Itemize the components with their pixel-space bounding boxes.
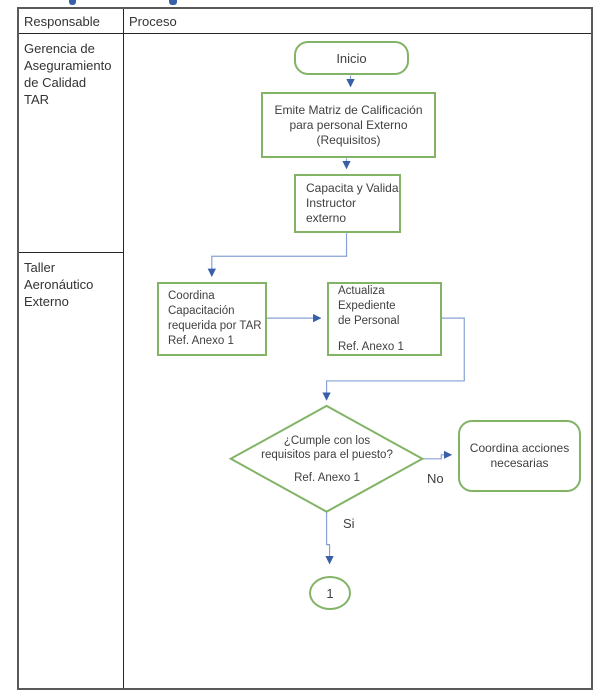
lane-text-line: de Calidad — [24, 75, 87, 90]
edge-label-no: No — [427, 471, 444, 486]
connector-lines — [207, 75, 465, 565]
cutoff-title-fragment — [69, 0, 76, 5]
actualiza-expediente-node: Actualiza Expediente de Personal Ref. An… — [327, 282, 442, 356]
flowchart-canvas: Inicio Emite Matriz de Calificación para… — [124, 34, 591, 688]
emite-matriz-node: Emite Matriz de Calificación para person… — [261, 92, 436, 158]
node-text-line: (Requisitos) — [316, 132, 381, 147]
offpage-connector-1: 1 — [309, 576, 351, 610]
coordina-acciones-node: Coordina acciones necesarias — [458, 420, 581, 492]
coordina-capacitacion-node: Coordina Capacitación requerida por TAR … — [157, 282, 267, 356]
header-responsable: Responsable — [19, 9, 124, 33]
node-text-line: Instructor externo — [306, 196, 357, 225]
lane-gerencia: Gerencia de Aseguramiento de Calidad TAR — [19, 34, 123, 253]
node-text-line: Coordina — [168, 290, 215, 302]
swimlane-table: Responsable Proceso Gerencia de Aseguram… — [17, 7, 593, 690]
capacita-valida-node: Capacita y Valida Instructor externo — [294, 174, 401, 233]
lane-text-line: Gerencia de — [24, 41, 95, 56]
header-proceso: Proceso — [129, 14, 177, 29]
node-text-line: Emite Matriz de Calificación — [274, 102, 423, 117]
start-node: Inicio — [294, 41, 409, 75]
table-body-row: Gerencia de Aseguramiento de Calidad TAR… — [19, 34, 591, 688]
node-text-line: requisitos para el puesto? — [261, 448, 393, 461]
lane-text-line: Aeronáutico — [24, 277, 94, 292]
decision-node: ¿Cumple con los requisitos para el puest… — [231, 406, 423, 512]
node-text-line: para personal Externo — [289, 117, 408, 132]
node-text-line: requerida por TAR — [168, 320, 262, 332]
lane-taller: Taller Aeronáutico Externo — [19, 253, 123, 688]
table-header-row: Responsable Proceso — [19, 9, 591, 34]
lane-text-line: Externo — [24, 294, 69, 309]
node-ref-line: Ref. Anexo 1 — [338, 340, 404, 353]
node-text-line: Coordina acciones — [469, 441, 570, 455]
node-text-line: Capacita y Valida — [306, 181, 399, 195]
responsable-column: Gerencia de Aseguramiento de Calidad TAR… — [19, 34, 124, 688]
edge-label-si: Si — [343, 516, 355, 531]
start-node-label: Inicio — [336, 50, 367, 66]
node-text-line: Capacitación — [168, 305, 235, 317]
node-text-line: ¿Cumple con los — [283, 434, 371, 447]
node-ref-line: Ref. Anexo 1 — [294, 471, 360, 484]
decision-diamond-shape — [228, 404, 425, 513]
connector-label: 1 — [326, 585, 334, 601]
node-text-line: necesarias — [490, 456, 549, 470]
node-text-line: Actualiza Expediente — [338, 284, 396, 312]
node-text-line: de Personal — [338, 314, 400, 327]
lane-text-line: Aseguramiento — [24, 58, 112, 73]
cutoff-title-fragment — [169, 0, 177, 5]
lane-text-line: TAR — [24, 92, 50, 107]
lane-text-line: Taller — [24, 260, 56, 275]
node-text-line: Ref. Anexo 1 — [168, 335, 234, 347]
